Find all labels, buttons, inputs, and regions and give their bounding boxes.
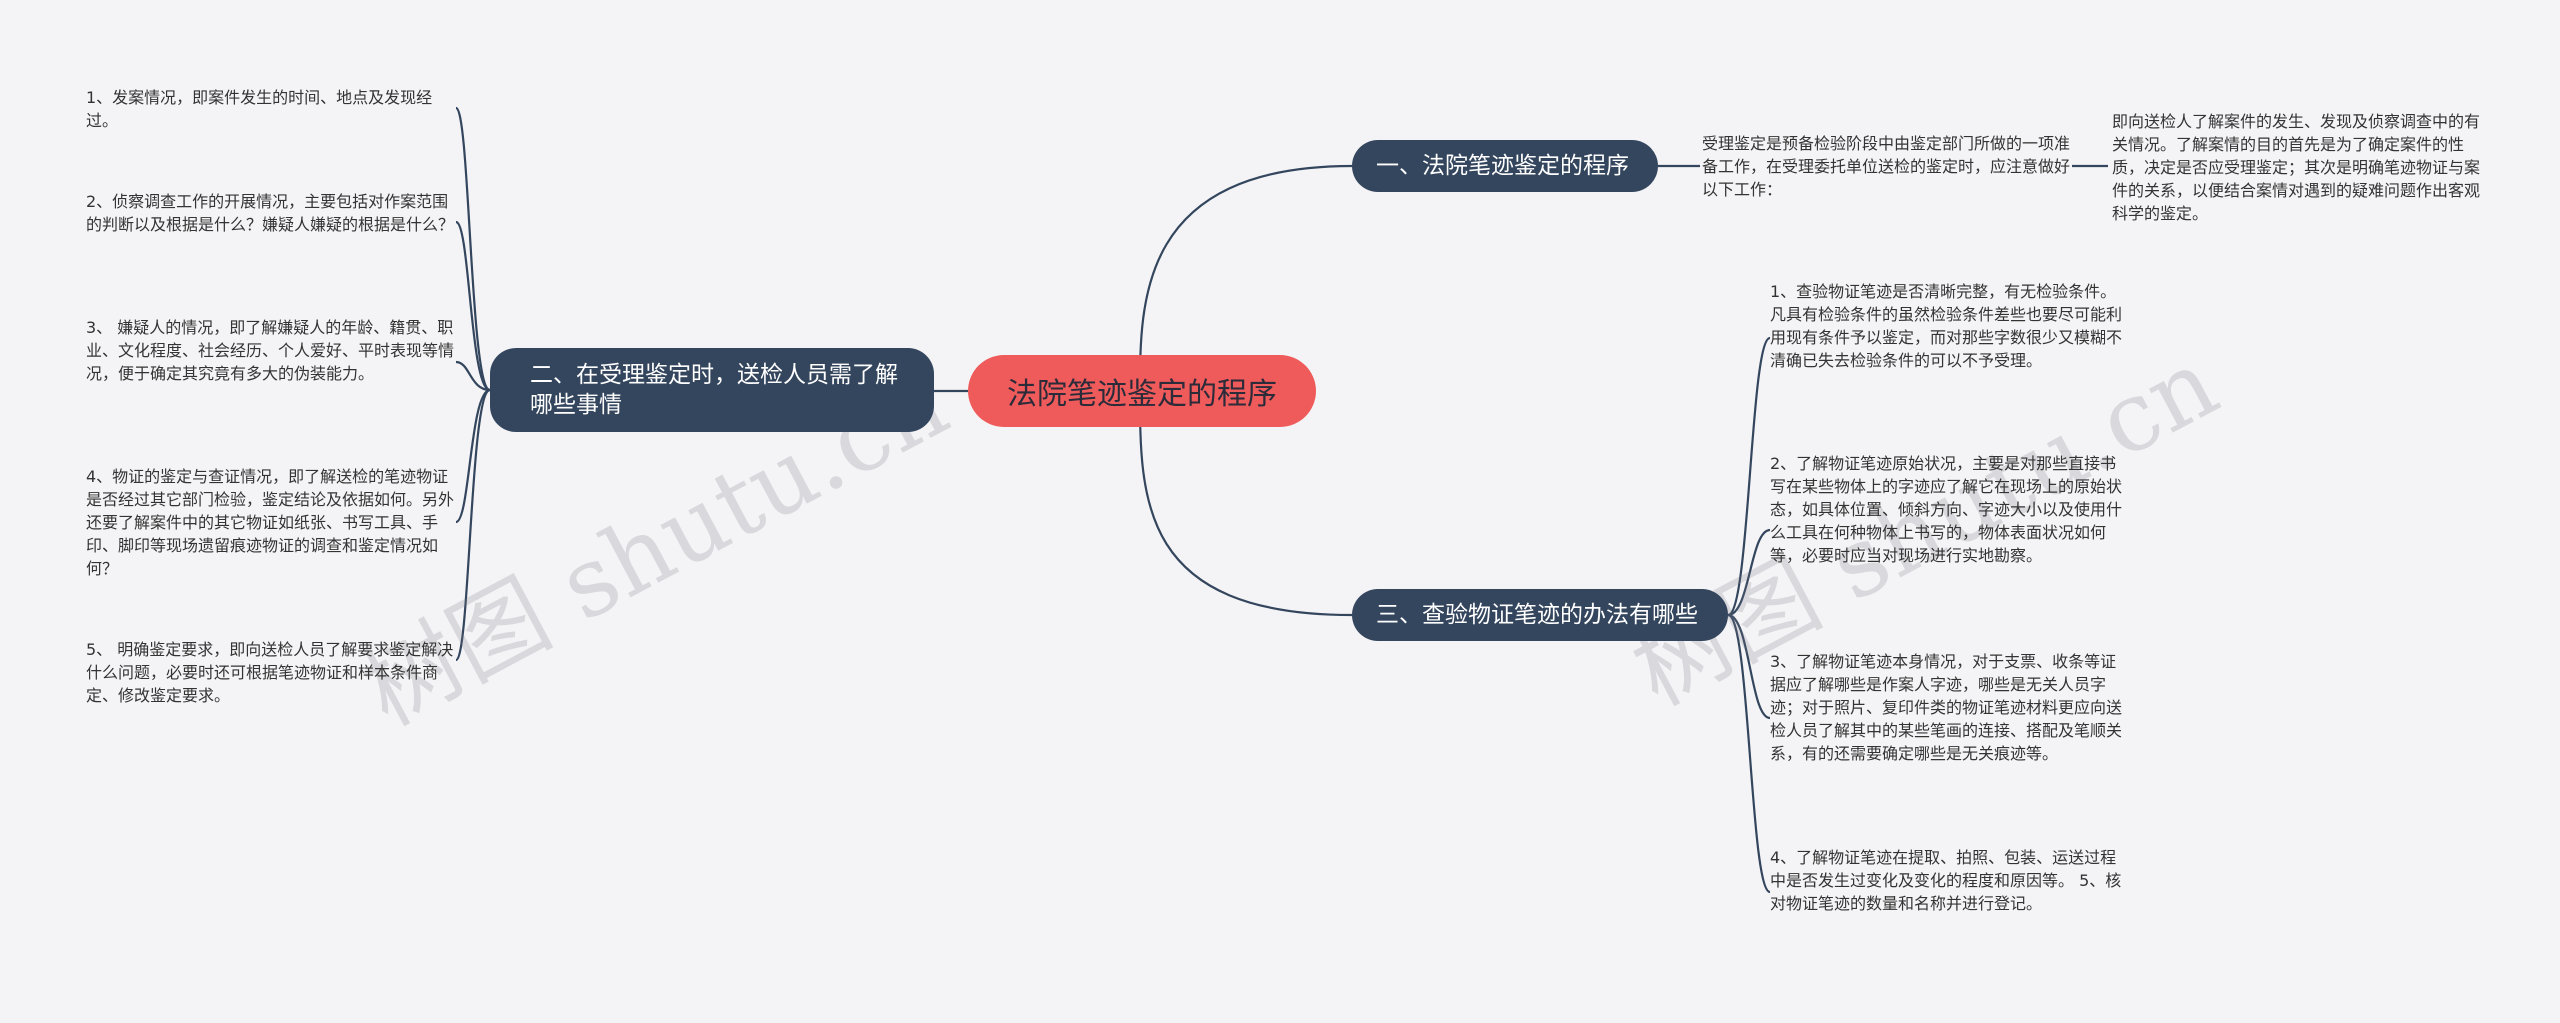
link-b2-l3 <box>455 360 491 392</box>
topic-right-1[interactable]: 1、查验物证笔迹是否清晰完整，有无检验条件。凡具有检验条件的虽然检验条件差些也要… <box>1770 282 2123 370</box>
topic-right-4[interactable]: 4、了解物证笔迹在提取、拍照、包装、运送过程中是否发生过变化及变化的程度和原因等… <box>1770 848 2122 913</box>
root-node[interactable]: 法院笔迹鉴定的程序 <box>968 355 1316 427</box>
topic-left-5[interactable]: 5、 明确鉴定要求，即向送检人员了解要求鉴定解决什么问题，必要时还可根据笔迹物证… <box>86 640 454 705</box>
topic-left-3[interactable]: 3、 嫌疑人的情况，即了解嫌疑人的年龄、籍贯、职业、文化程度、社会经历、个人爱好… <box>86 318 455 383</box>
link-b2-l4 <box>455 388 491 524</box>
link-b3-r1 <box>1727 336 1772 617</box>
topic-left-2[interactable]: 2、侦察调查工作的开展情况，主要包括对作案范围的判断以及根据是什么？嫌疑人嫌疑的… <box>86 192 455 234</box>
topic-left-4[interactable]: 4、物证的鉴定与查证情况，即了解送检的笔迹物证是否经过其它部门检验，鉴定结论及依… <box>86 467 455 578</box>
topic-acceptance-preparation[interactable]: 受理鉴定是预备检验阶段中由鉴定部门所做的一项准备工作，在受理委托单位送检的鉴定时… <box>1702 134 2071 199</box>
branch-node-procedure[interactable]: 一、法院笔迹鉴定的程序 <box>1352 140 1658 192</box>
link-b3-r4 <box>1727 613 1772 894</box>
branch-node-inspection-methods[interactable]: 三、查验物证笔迹的办法有哪些 <box>1352 589 1728 641</box>
topic-left-1[interactable]: 1、发案情况，即案件发生的时间、地点及发现经过。 <box>86 88 433 130</box>
link-root-b1 <box>1138 164 1353 392</box>
link-b3-r2 <box>1727 528 1771 617</box>
topic-right-2[interactable]: 2、了解物证笔迹原始状况，主要是对那些直接书写在某些物体上的字迹应了解它在现场上… <box>1770 454 2123 565</box>
topic-right-3[interactable]: 3、了解物证笔迹本身情况，对于支票、收条等证据应了解哪些是作案人字迹，哪些是无关… <box>1770 652 2123 763</box>
topic-case-understanding[interactable]: 即向送检人了解案件的发生、发现及侦察调查中的有关情况。了解案情的目的首先是为了确… <box>2112 112 2481 223</box>
link-b2-l5 <box>454 388 492 662</box>
link-b3-r3 <box>1727 613 1771 720</box>
link-b2-l2 <box>454 220 491 392</box>
link-b2-l1 <box>454 106 492 392</box>
link-root-b3 <box>1138 390 1353 617</box>
branch-node-acceptance-info[interactable]: 二、在受理鉴定时，送检人员需了解哪些事情 <box>490 348 934 432</box>
